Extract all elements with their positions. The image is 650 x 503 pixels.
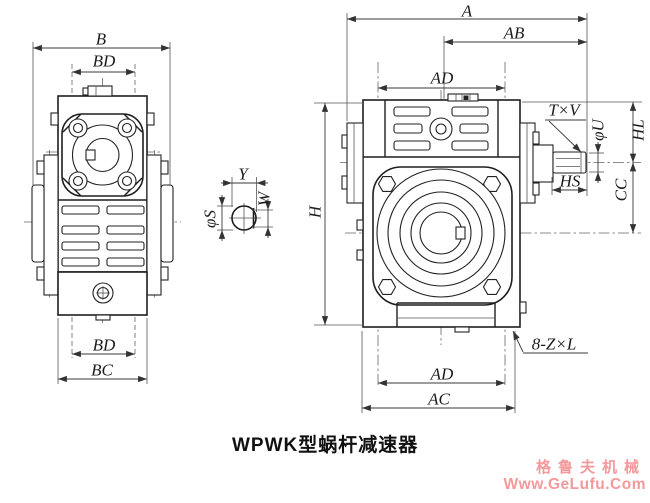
dim-label-H: H <box>305 205 325 219</box>
dim-label-HL: HL <box>628 119 648 141</box>
dim-label-phiU: φU <box>588 119 608 141</box>
left-view-dimensions <box>32 42 171 384</box>
drawing-caption: WPWK型蜗杆减速器 <box>232 435 419 456</box>
left-view <box>24 42 181 384</box>
input-shaft <box>552 151 587 174</box>
dim-label-W: W <box>254 191 274 207</box>
right-bearing-cap <box>160 184 174 263</box>
vent-plug <box>447 93 479 102</box>
watermark-url: Www.GeLufu.Com <box>503 476 646 493</box>
dim-label-BD-bottom: BD <box>92 335 116 355</box>
dim-label-phiS: φS <box>200 210 220 228</box>
dim-label-TxV: T×V <box>548 100 580 120</box>
dim-label-AB: AB <box>503 23 525 43</box>
shaft-cross-section <box>217 177 273 241</box>
dim-label-bolt-note: 8-Z×L <box>531 334 577 354</box>
dim-label-BC: BC <box>91 360 113 380</box>
dim-label-B: B <box>95 29 107 49</box>
right-bearing-plate <box>146 154 162 296</box>
foot <box>396 301 527 333</box>
left-worm-bearing-cover <box>341 122 364 261</box>
input-shaft-assembly <box>519 122 587 204</box>
output-keyway <box>455 226 466 240</box>
watermark-brand: 格鲁夫机械 <box>535 459 646 476</box>
dim-label-AC: AC <box>428 389 450 409</box>
oil-plug-ear <box>82 87 89 96</box>
dim-label-CC: CC <box>611 178 631 202</box>
right-view-dimensions <box>314 13 642 413</box>
dim-label-A: A <box>461 1 473 21</box>
right-view <box>314 13 642 413</box>
left-bearing-plate <box>43 154 59 296</box>
cooling-fins <box>61 205 145 267</box>
keyway <box>85 149 96 161</box>
left-bearing-cap <box>31 184 45 263</box>
oil-plug <box>87 85 113 97</box>
dim-label-HS: HS <box>559 171 581 191</box>
top-cooling-fins <box>393 106 489 151</box>
dim-label-BD-top: BD <box>92 51 116 71</box>
dim-label-AD-top: AD <box>430 68 454 88</box>
shaft-circle <box>231 205 257 231</box>
watermark: 格鲁夫机械 Www.GeLufu.Com <box>504 459 646 493</box>
dim-label-AD-bottom: AD <box>430 364 454 384</box>
dim-label-Y: Y <box>238 164 248 184</box>
